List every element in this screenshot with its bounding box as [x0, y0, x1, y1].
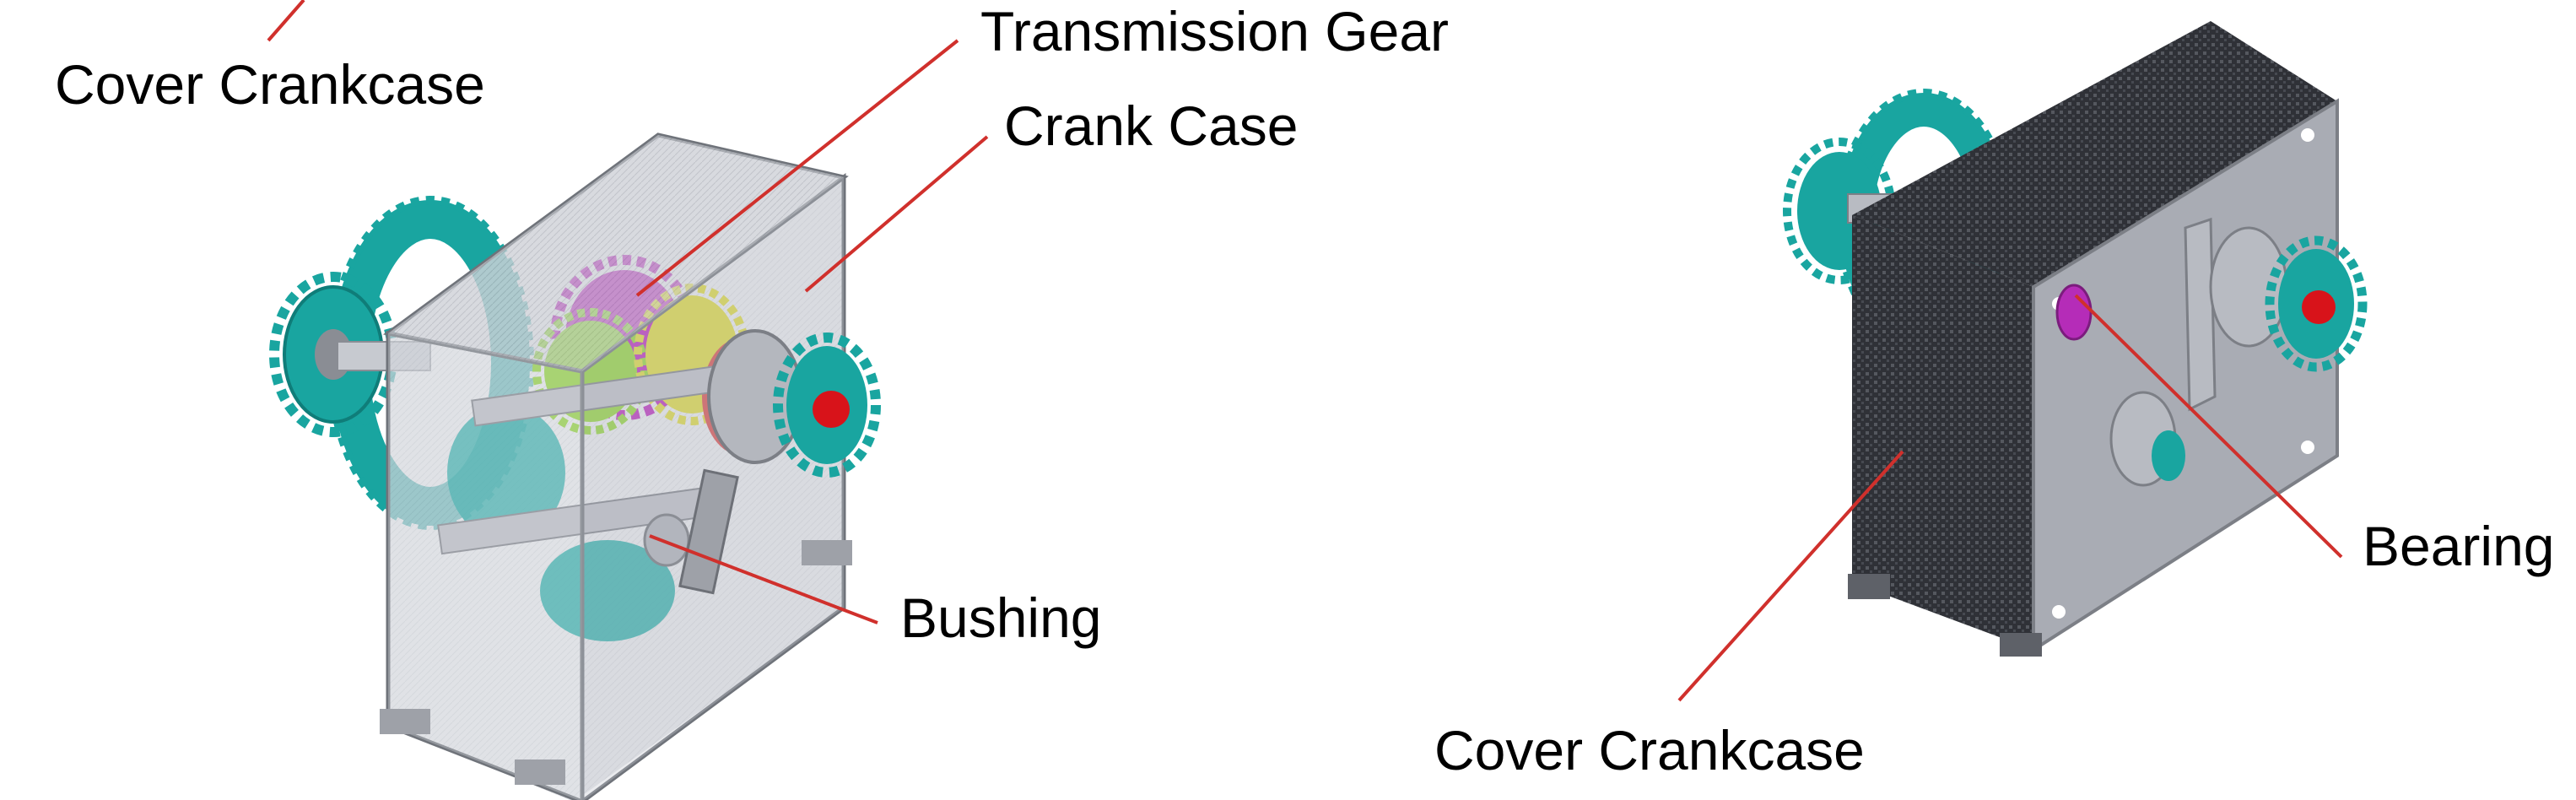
label-crank-case: Crank Case [1004, 95, 1298, 157]
leader-bushing [649, 534, 878, 624]
label-bushing: Bushing [900, 586, 1102, 649]
leader-cover-crankcase-top [267, 0, 305, 42]
leader-lines [267, 0, 2343, 702]
label-cover-crankcase-top: Cover Crankcase [55, 53, 485, 116]
transparent-gearbox-illustration [269, 132, 881, 800]
leader-bearing [2074, 294, 2343, 559]
cover-crankcase-panel [1852, 215, 2033, 650]
bearing-part [2055, 284, 2093, 341]
cover-top-face [1852, 21, 2337, 287]
right-side-sprocket [678, 329, 881, 595]
label-transmission-gear: Transmission Gear [980, 0, 1449, 62]
leader-transmission-gear [635, 39, 959, 297]
leader-cover-crankcase-bottom [1677, 450, 1904, 702]
leader-crank-case [804, 135, 989, 293]
label-bearing: Bearing [2363, 515, 2555, 577]
closed-gearbox-illustration [1783, 21, 2368, 657]
label-cover-crankcase-bottom: Cover Crankcase [1434, 719, 1865, 781]
